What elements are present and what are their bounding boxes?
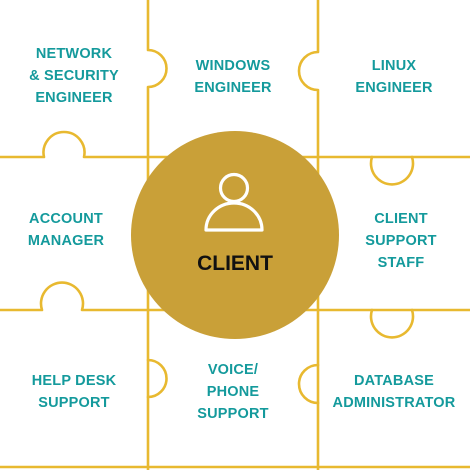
role-windows-engineer: WINDOWS ENGINEER [194,58,272,96]
puzzle-knob-right-top [369,155,415,186]
role-voice-phone-support: VOICE/ PHONE SUPPORT [197,362,269,422]
puzzle-line-bottom [0,281,470,312]
role-linux-engineer: LINUX ENGINEER [355,58,433,96]
puzzle-line-left [146,0,168,470]
role-account-manager: ACCOUNT MANAGER [27,211,105,249]
puzzle-knob-right-bottom [369,308,415,339]
puzzle-knob-lower-left [146,358,168,399]
role-database-administrator: DATABASE ADMINISTRATOR [332,373,456,411]
puzzle-line-top [0,130,470,159]
role-network-security: NETWORK & SECURITY ENGINEER [29,46,119,106]
puzzle-knob-lower-right [297,363,320,405]
role-client-support-staff: CLIENT SUPPORT STAFF [365,211,437,271]
client-label: CLIENT [197,252,273,275]
client-circle-shape [131,131,339,339]
user-icon [204,172,264,232]
puzzle-line-right [297,0,320,470]
role-help-desk-support: HELP DESK SUPPORT [31,373,117,411]
